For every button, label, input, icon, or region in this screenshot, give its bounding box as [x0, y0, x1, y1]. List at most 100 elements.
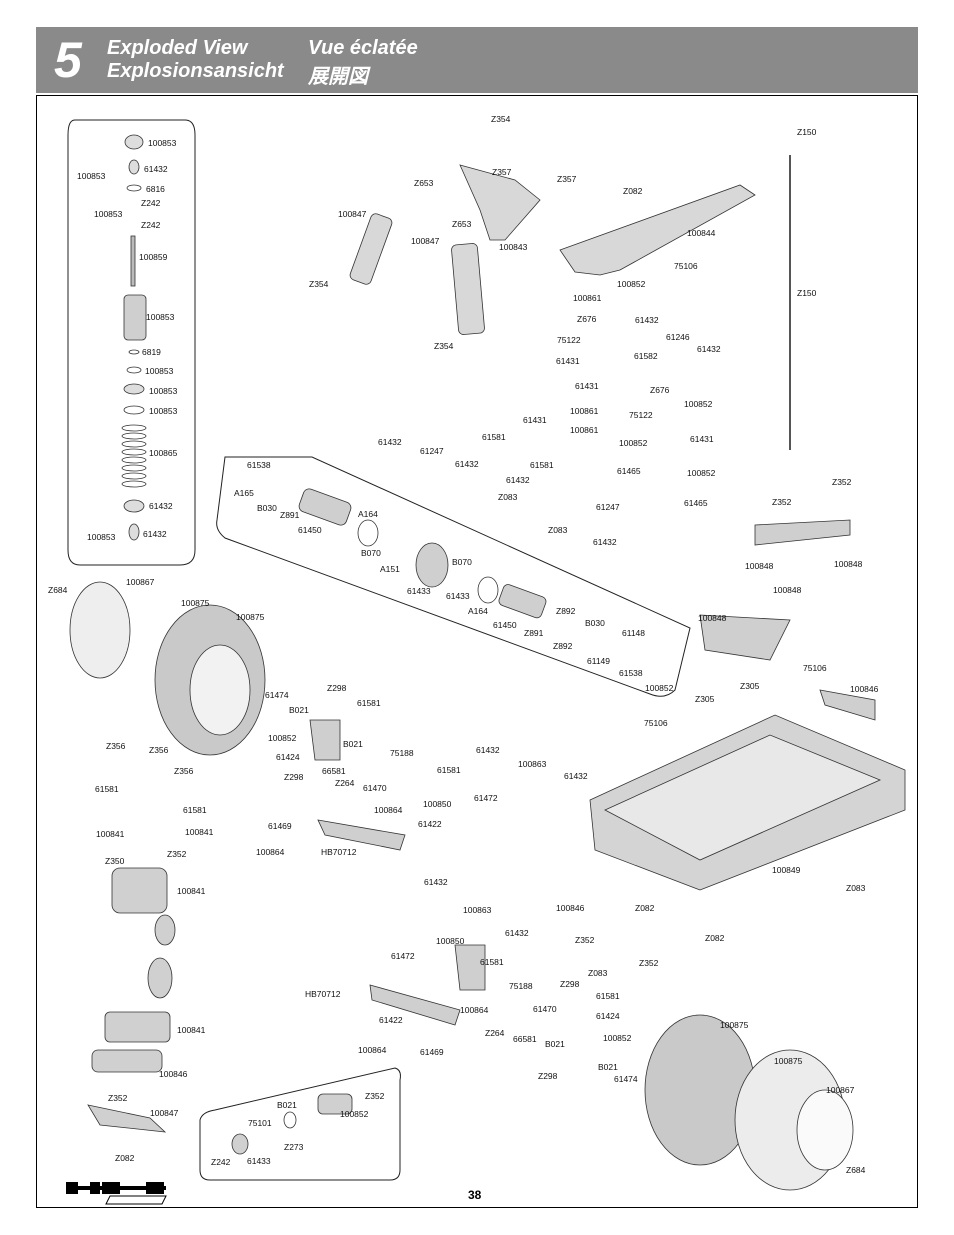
part-label: 100853	[94, 209, 123, 219]
part-label: 61474	[265, 690, 289, 700]
part-label: B021	[598, 1062, 618, 1072]
part-label: 61422	[418, 819, 442, 829]
part-label: 100844	[687, 228, 716, 238]
part-label: 100853	[77, 171, 106, 181]
part-label: 75122	[557, 335, 581, 345]
part-label: B030	[585, 618, 605, 628]
part-label: 100861	[570, 425, 599, 435]
part-label: 100846	[159, 1069, 188, 1079]
part-label: B070	[452, 557, 472, 567]
part-label: Z352	[772, 497, 792, 507]
part-label: Z242	[141, 198, 161, 208]
part-label: 61149	[587, 656, 611, 666]
part-label: 61432	[144, 164, 168, 174]
part-label: 100852	[687, 468, 716, 478]
part-label: 100841	[185, 827, 214, 837]
part-label: Z083	[846, 883, 866, 893]
part-label: B021	[545, 1039, 565, 1049]
section-number: 5	[54, 32, 82, 88]
part-label: 100852	[268, 733, 297, 743]
part-label: 100863	[463, 905, 492, 915]
part-label: 61433	[446, 591, 470, 601]
part-label: Z083	[588, 968, 608, 978]
part-label: Z356	[174, 766, 194, 776]
part-label: Z352	[167, 849, 187, 859]
part-label: 100841	[177, 886, 206, 896]
part-label: 61432	[697, 344, 721, 354]
part-label: 61581	[480, 957, 504, 967]
part-label: Z150	[797, 288, 817, 298]
part-label: 61432	[378, 437, 402, 447]
diff-callout	[216, 456, 691, 697]
part-label: Z082	[115, 1153, 135, 1163]
part-label: 100864	[374, 805, 403, 815]
part-label: A165	[234, 488, 254, 498]
part-label: 66581	[322, 766, 346, 776]
part-label: 61465	[617, 466, 641, 476]
part-label: 61581	[482, 432, 506, 442]
part-label: 61432	[143, 529, 167, 539]
part-label: 61246	[666, 332, 690, 342]
part-label: 100861	[570, 406, 599, 416]
part-label: 100853	[149, 406, 178, 416]
part-label: 100852	[617, 279, 646, 289]
part-label: 61433	[247, 1156, 271, 1166]
part-label: Z684	[48, 585, 68, 595]
part-label: 100861	[573, 293, 602, 303]
part-label: 61432	[593, 537, 617, 547]
hpi-racing-logo-icon	[66, 1182, 167, 1205]
part-label: 100853	[145, 366, 174, 376]
part-label: 75106	[803, 663, 827, 673]
part-label: Z083	[548, 525, 568, 535]
part-label: Z352	[639, 958, 659, 968]
part-label: 61431	[690, 434, 714, 444]
part-label: 75188	[390, 748, 414, 758]
part-label: 100864	[358, 1045, 387, 1055]
part-label: 61432	[506, 475, 530, 485]
part-label: 75122	[629, 410, 653, 420]
part-label: 61432	[149, 501, 173, 511]
part-label: 75188	[509, 981, 533, 991]
title-french: Vue éclatée	[308, 37, 418, 59]
part-label: 61581	[183, 805, 207, 815]
part-label: Z354	[434, 341, 454, 351]
page-number: 38	[468, 1188, 482, 1202]
part-label: 100847	[338, 209, 367, 219]
part-label: 61424	[276, 752, 300, 762]
part-label: 61469	[268, 821, 292, 831]
part-label: 61470	[363, 783, 387, 793]
part-label: 61474	[614, 1074, 638, 1084]
title-german: Explosionsansicht	[107, 60, 284, 82]
part-label: Z354	[491, 114, 511, 124]
part-label: 100867	[826, 1085, 855, 1095]
part-label: Z305	[695, 694, 715, 704]
part-label: 100875	[236, 612, 265, 622]
part-label: 100853	[87, 532, 116, 542]
part-label: 100841	[177, 1025, 206, 1035]
part-label: 100846	[850, 684, 879, 694]
part-label: 61432	[505, 928, 529, 938]
part-label: 61581	[596, 991, 620, 1001]
part-label: A164	[468, 606, 488, 616]
part-label: Z150	[797, 127, 817, 137]
part-label: 100852	[619, 438, 648, 448]
part-label: Z892	[553, 641, 573, 651]
part-label: 61581	[530, 460, 554, 470]
part-label: Z352	[832, 477, 852, 487]
part-label: Z891	[280, 510, 300, 520]
part-label: Z356	[106, 741, 126, 751]
part-label: Z350	[105, 856, 125, 866]
part-label: 61247	[420, 446, 444, 456]
part-label: B021	[289, 705, 309, 715]
part-label: 61581	[357, 698, 381, 708]
part-label: Z242	[211, 1157, 231, 1167]
part-label: 100852	[645, 683, 674, 693]
part-label: 100841	[96, 829, 125, 839]
part-label: Z082	[635, 903, 655, 913]
part-label: 100875	[720, 1020, 749, 1030]
part-label: A164	[358, 509, 378, 519]
part-label: 75106	[674, 261, 698, 271]
title-english: Exploded View	[107, 37, 248, 59]
part-label: B070	[361, 548, 381, 558]
part-label: 61148	[622, 628, 646, 638]
